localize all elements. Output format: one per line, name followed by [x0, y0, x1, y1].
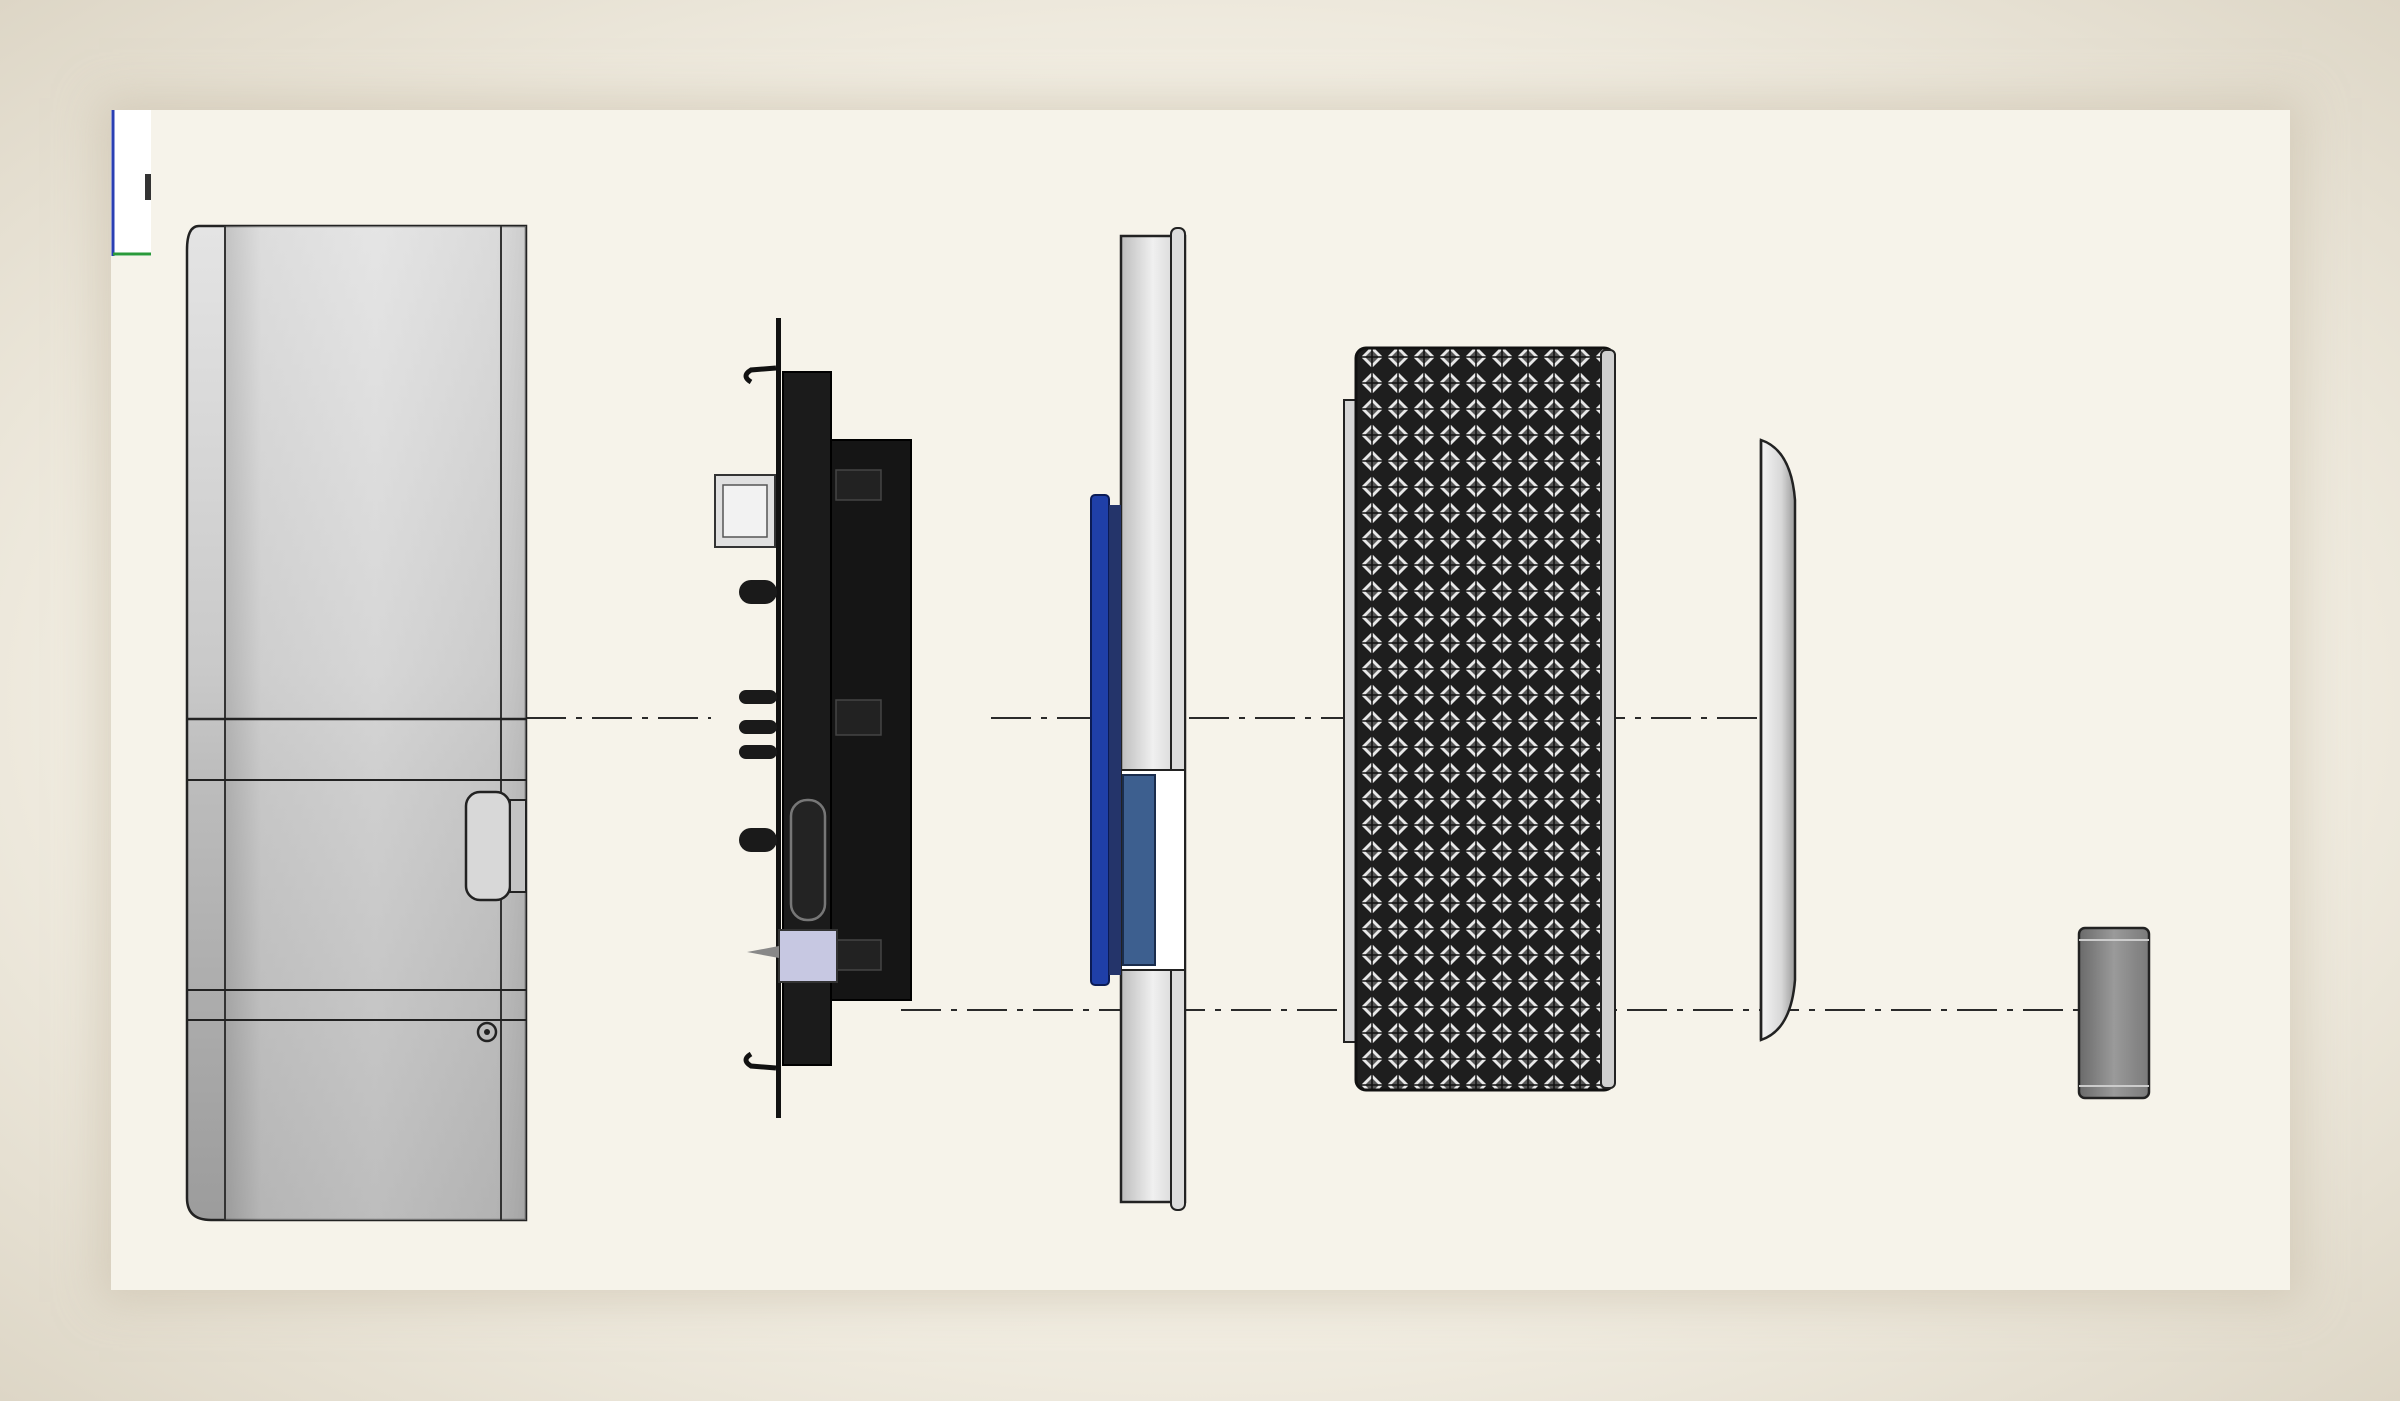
- knurled-ring-part[interactable]: [1343, 346, 1616, 1092]
- pcb-assembly-part[interactable]: [714, 318, 912, 1118]
- centerlines: [526, 717, 2091, 1011]
- view-cube-icon[interactable]: [111, 110, 151, 256]
- model-viewport[interactable]: [111, 110, 2290, 1290]
- lens-cap-part[interactable]: [1759, 438, 1797, 1042]
- housing-part[interactable]: [185, 224, 528, 1222]
- display-plate-part[interactable]: [1090, 227, 1187, 1211]
- exploded-view-drawing: [185, 224, 2151, 1222]
- end-cap-part[interactable]: [2077, 926, 2151, 1100]
